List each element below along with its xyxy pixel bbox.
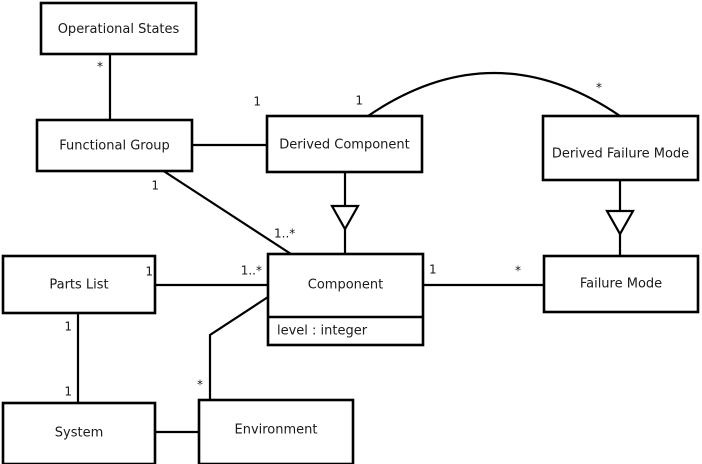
class-rect-derived-component [265, 114, 424, 174]
class-rect-failure-mode [542, 254, 700, 314]
class-name-component: Component [308, 278, 383, 293]
multiplicity-functionalgroup-component-onestar: 1..* [274, 227, 295, 241]
multiplicity-partslist-system-bottom-one: 1 [64, 385, 72, 399]
class-rect-derived-failure-mode [541, 114, 700, 182]
class-box-environment[interactable]: Environment [197, 398, 355, 464]
multiplicity-partslist-system-top-one: 1 [64, 320, 72, 334]
multiplicity-functionalgroup-derivedcomponent-one: 1 [253, 95, 261, 109]
association-arc-derivedcomponent-derivedfailuremode [367, 72, 621, 117]
multiplicity-failuremode-star: * [515, 264, 521, 278]
class-box-derived-failure-mode[interactable]: Derived Failure Mode [541, 114, 700, 182]
class-name-operational-states: Operational States [58, 22, 180, 37]
class-name-failure-mode: Failure Mode [580, 277, 662, 292]
class-box-functional-group[interactable]: Functional Group [35, 118, 194, 173]
multiplicity-arc-right-star: * [596, 81, 602, 95]
class-rect-functional-group [35, 118, 194, 173]
class-name-environment: Environment [234, 423, 317, 438]
generalization-triangle-component [330, 204, 360, 232]
class-rect-environment [197, 398, 355, 464]
multiplicity-partslist-component-onestar: 1..* [241, 264, 262, 278]
class-box-derived-component[interactable]: Derived Component [265, 114, 424, 174]
class-name-derived-component: Derived Component [279, 138, 410, 153]
class-box-failure-mode[interactable]: Failure Mode [542, 254, 700, 314]
class-box-system[interactable]: System [1, 401, 157, 464]
class-rect-system [1, 401, 157, 464]
multiplicity-component-failuremode-one: 1 [429, 263, 437, 277]
class-rect-operational-states [39, 1, 198, 56]
generalization-triangle-failuremode [605, 209, 635, 237]
association-component-environment [208, 296, 269, 400]
association-functionalgroup-component [161, 169, 292, 255]
class-name-parts-list: Parts List [49, 278, 108, 293]
class-name-functional-group: Functional Group [59, 139, 170, 154]
class-name-derived-failure-mode: Derived Failure Mode [552, 147, 689, 162]
class-rect-parts-list [1, 254, 157, 315]
multiplicity-functionalgroup-component-one: 1 [151, 179, 159, 193]
multiplicity-opstates-star: * [97, 60, 103, 74]
multiplicity-environment-star: * [197, 378, 203, 392]
multiplicity-partslist-one: 1 [145, 265, 153, 279]
class-box-operational-states[interactable]: Operational States [39, 1, 198, 56]
class-name-system: System [55, 426, 103, 441]
class-box-component[interactable]: Component level : integer [266, 252, 425, 347]
class-box-parts-list[interactable]: Parts List [1, 254, 157, 315]
class-rect-component [266, 252, 425, 347]
class-attribute-component-level: level : integer [277, 324, 368, 339]
multiplicity-arc-left-one: 1 [355, 94, 363, 108]
